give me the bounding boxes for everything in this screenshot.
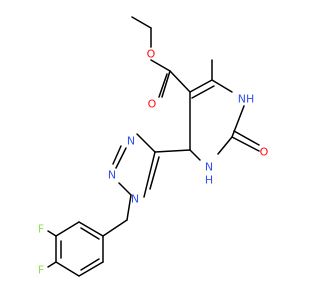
bond-ester-c-o [161, 70, 171, 98]
bond-ph-1 [78, 221, 104, 237]
bond-c2-o [231, 136, 260, 152]
bond-c-f-top [47, 230, 57, 237]
bond-ch2-phenyl [102, 219, 128, 237]
bond-ph-inner-3 [80, 258, 100, 271]
bond-ph-4 [55, 261, 80, 277]
nh-bottom-n-label: N [205, 161, 213, 174]
bond-triazole-n3-n2-double [112, 145, 122, 165]
molecule-diagram: O O O NH H N N N N F F [0, 0, 300, 300]
ester-oxygen-label: O [147, 48, 156, 61]
triazole-n2-label: N [108, 169, 116, 182]
diagram-background [0, 0, 300, 300]
nh-bottom-h-label: H [205, 174, 213, 187]
bond-c6-n1 [211, 79, 233, 93]
bonds [47, 16, 260, 277]
bond-ph-2 [55, 221, 80, 237]
bond-ester-carbon [169, 70, 191, 93]
bond-triazole-c5-c4-double [149, 156, 160, 190]
bond-ester-c-o-inner [158, 73, 168, 98]
bond-n3-c4 [189, 149, 201, 161]
bond-triazole-n2-n1 [118, 182, 132, 196]
bond-c4-triazole [154, 149, 191, 153]
bond-c2-n3 [217, 136, 233, 155]
triazole-n1-label: N [131, 193, 139, 206]
bond-triazole-n1-c5 [143, 151, 156, 198]
nh-top-label: NH [238, 93, 255, 106]
carbonyl-oxygen-label: O [148, 98, 157, 111]
bond-ethyl-ch3 [131, 16, 152, 29]
triazole-n3-label: N [127, 135, 135, 148]
bond-n1-ch2 [126, 194, 132, 221]
bond-c-f-bottom [47, 261, 57, 268]
bond-ring-c5-c6 [189, 79, 213, 93]
ring-carbonyl-oxygen-label: O [260, 146, 269, 159]
bond-triazole-n3-n2 [115, 147, 127, 169]
bond-ester-o-c [150, 59, 171, 72]
atom-labels: O O O NH H N N N N F F [38, 48, 269, 277]
fluoro-top-label: F [38, 223, 44, 236]
bond-ring-c5-c6-double [191, 85, 215, 99]
bond-ph-inner-1 [80, 227, 100, 240]
bond-ph-5 [78, 261, 104, 277]
bond-triazole-c4-n3 [136, 133, 156, 153]
bond-c2-o-double [233, 130, 260, 146]
fluoro-bottom-label: F [38, 264, 44, 277]
